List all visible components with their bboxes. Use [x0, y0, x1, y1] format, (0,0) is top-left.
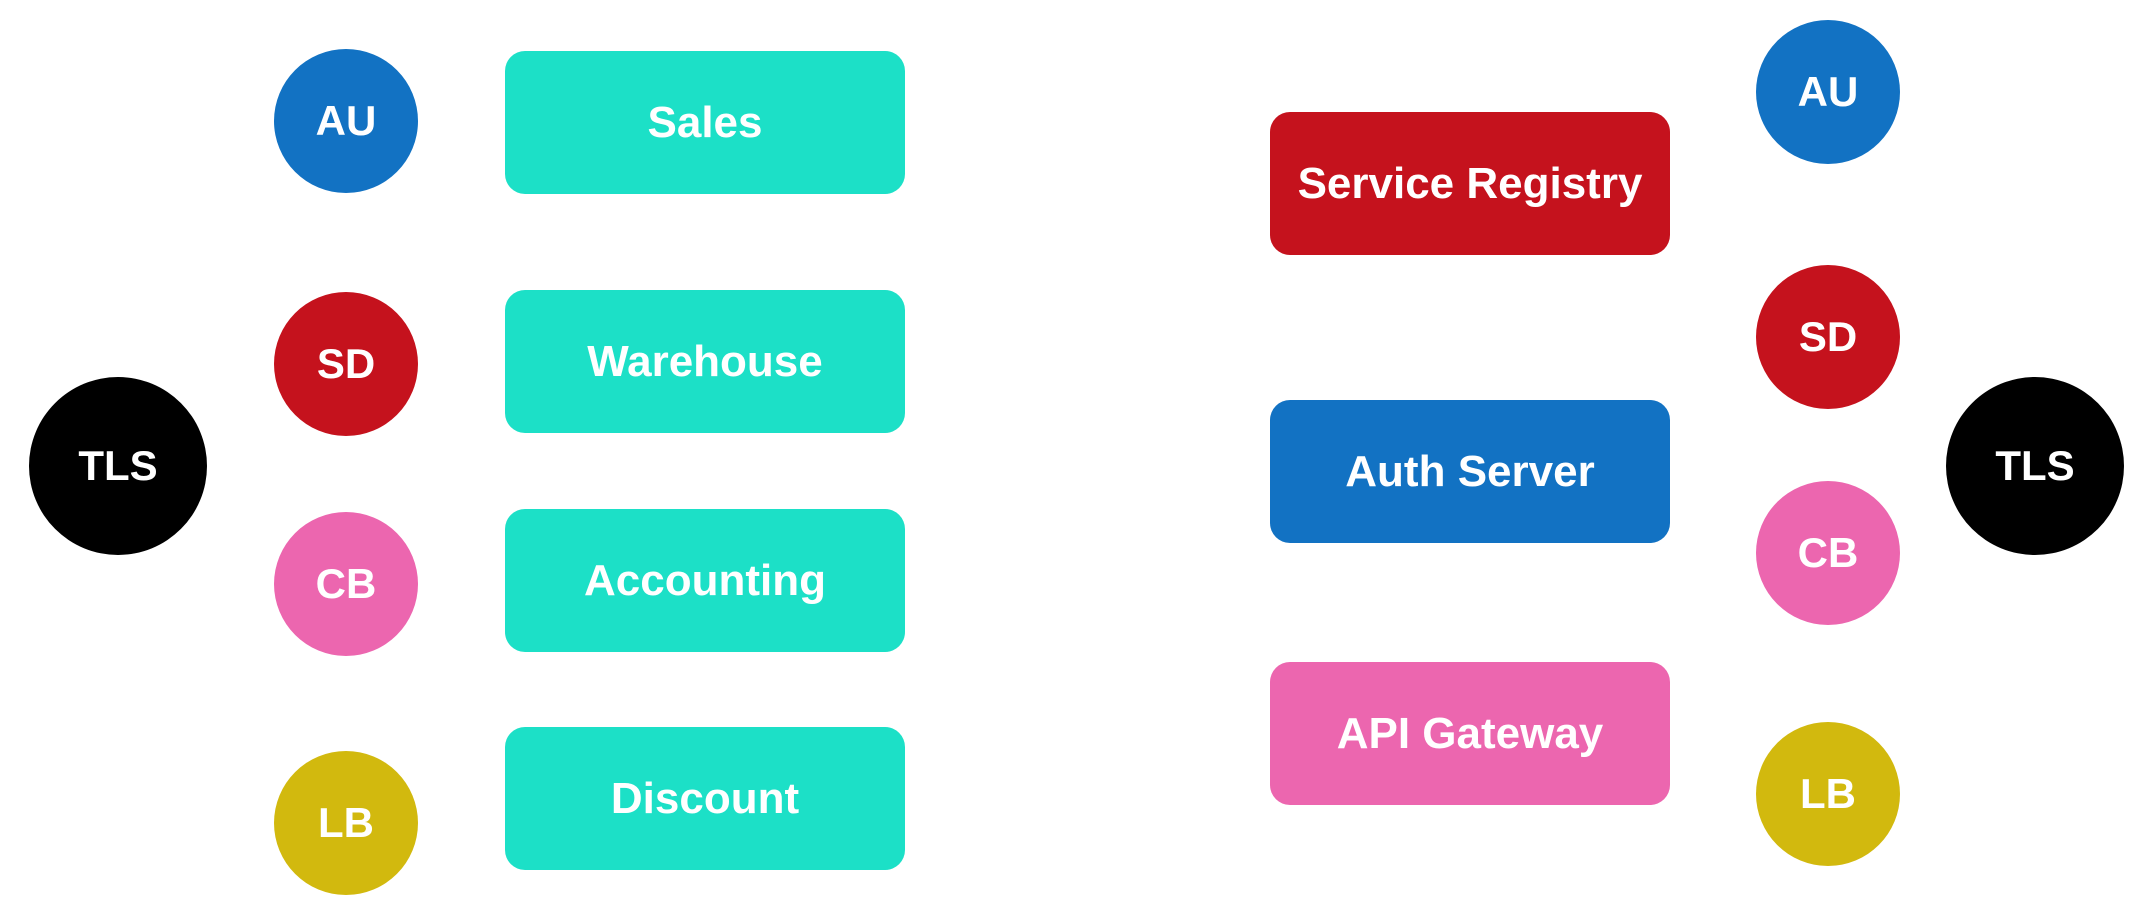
- service-box-accounting: Accounting: [505, 509, 905, 652]
- node-label: Service Registry: [1297, 159, 1643, 208]
- service-box-discount: Discount: [505, 727, 905, 870]
- sidecar-badge-cb-right: CB: [1756, 481, 1900, 625]
- node-label: Discount: [610, 774, 800, 823]
- sidecar-badge-sd-left: SD: [274, 292, 418, 436]
- node-label: CB: [1797, 529, 1859, 576]
- service-box-warehouse: Warehouse: [505, 290, 905, 433]
- node-label: LB: [318, 799, 374, 846]
- node-label: Auth Server: [1345, 447, 1595, 496]
- sidecar-badge-sd-right: SD: [1756, 265, 1900, 409]
- node-label: SD: [1798, 313, 1858, 360]
- node-label: TLS: [1995, 442, 2075, 489]
- tls-badge-left: TLS: [29, 377, 207, 555]
- node-label: CB: [315, 560, 377, 607]
- component-box-service-registry: Service Registry: [1270, 112, 1670, 255]
- node-label: Sales: [647, 98, 763, 147]
- sidecar-badge-cb-left: CB: [274, 512, 418, 656]
- tls-badge-right: TLS: [1946, 377, 2124, 555]
- sidecar-badge-lb-left: LB: [274, 751, 418, 895]
- sidecar-badge-au-right: AU: [1756, 20, 1900, 164]
- sidecar-badge-lb-right: LB: [1756, 722, 1900, 866]
- service-box-sales: Sales: [505, 51, 905, 194]
- node-label: AU: [315, 97, 377, 144]
- node-label: SD: [316, 340, 376, 387]
- sidecar-badge-au-left: AU: [274, 49, 418, 193]
- node-label: Accounting: [584, 556, 826, 605]
- component-box-auth-server: Auth Server: [1270, 400, 1670, 543]
- node-label: LB: [1800, 770, 1856, 817]
- node-label: API Gateway: [1336, 709, 1604, 758]
- component-box-api-gateway: API Gateway: [1270, 662, 1670, 805]
- node-label: AU: [1797, 68, 1859, 115]
- node-label: Warehouse: [587, 337, 823, 386]
- node-label: TLS: [78, 442, 158, 489]
